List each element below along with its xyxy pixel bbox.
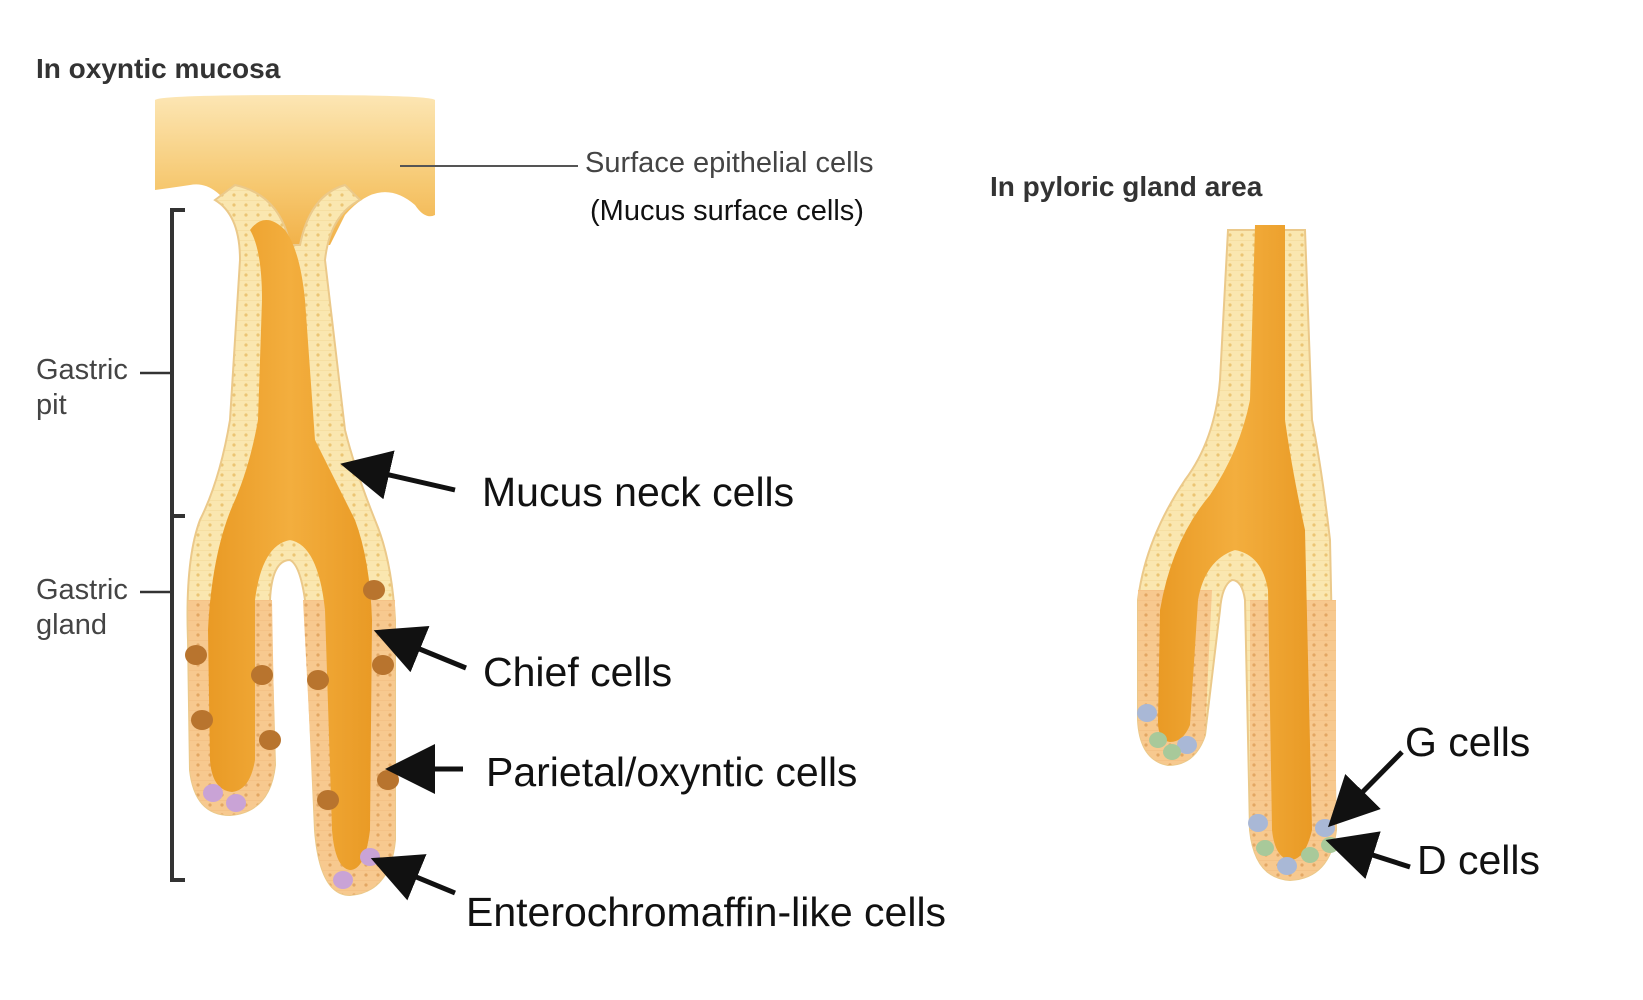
oxyntic-gland-illustration [155, 95, 435, 897]
chief-cell [317, 790, 339, 810]
d-cells-arrow [1325, 831, 1411, 880]
ecl-cells-label: Enterochromaffin-like cells [466, 889, 947, 935]
g-cells-arrow [1327, 750, 1404, 828]
mucus-neck-arrow [340, 450, 456, 500]
g-cell [1315, 819, 1335, 837]
chief-cell [185, 645, 207, 665]
chief-cell [259, 730, 281, 750]
g-cell [1177, 736, 1197, 754]
gastric-pit-label-line2: pit [36, 389, 67, 421]
g-cell [1277, 857, 1297, 875]
d-cell [1149, 732, 1167, 748]
surface-epithelial-label: Surface epithelial cells [585, 147, 874, 179]
gland-lumen [208, 220, 372, 870]
ecl-cell [203, 784, 223, 802]
gastric-pit-label-line1: Gastric [36, 354, 128, 386]
g-cells-label: G cells [1405, 719, 1531, 765]
gastric-gland-label-line1: Gastric [36, 574, 128, 606]
g-cell [1248, 814, 1268, 832]
ecl-cells-arrow [370, 854, 456, 901]
ecl-cell [360, 848, 380, 866]
pyloric-lumen [1158, 225, 1312, 860]
pyloric-heading: In pyloric gland area [990, 171, 1263, 202]
mucus-neck-label: Mucus neck cells [482, 469, 795, 515]
ecl-cell [226, 794, 246, 812]
surface-mucosa [155, 95, 435, 245]
chief-cells-arrow [373, 626, 467, 673]
chief-cell [191, 710, 213, 730]
chief-cell [251, 665, 273, 685]
parietal-cells-label: Parietal/oxyntic cells [486, 749, 858, 795]
chief-cell [363, 580, 385, 600]
right-arrows [1325, 750, 1411, 880]
gastric-pit-gland-bracket [140, 208, 185, 882]
d-cell [1163, 744, 1181, 760]
chief-cell [377, 770, 399, 790]
gastric-gland-label-line2: gland [36, 609, 107, 641]
oxyntic-heading: In oxyntic mucosa [36, 53, 281, 84]
g-cell [1137, 704, 1157, 722]
ecl-cell [333, 871, 353, 889]
mucus-surface-label: (Mucus surface cells) [590, 195, 864, 227]
d-cell [1301, 847, 1319, 863]
d-cells-label: D cells [1417, 837, 1541, 883]
chief-cell [307, 670, 329, 690]
left-arrows [340, 450, 467, 901]
chief-cell [372, 655, 394, 675]
pyloric-gland-illustration [1137, 225, 1339, 882]
chief-cells-label: Chief cells [483, 649, 673, 695]
d-cell [1256, 840, 1274, 856]
